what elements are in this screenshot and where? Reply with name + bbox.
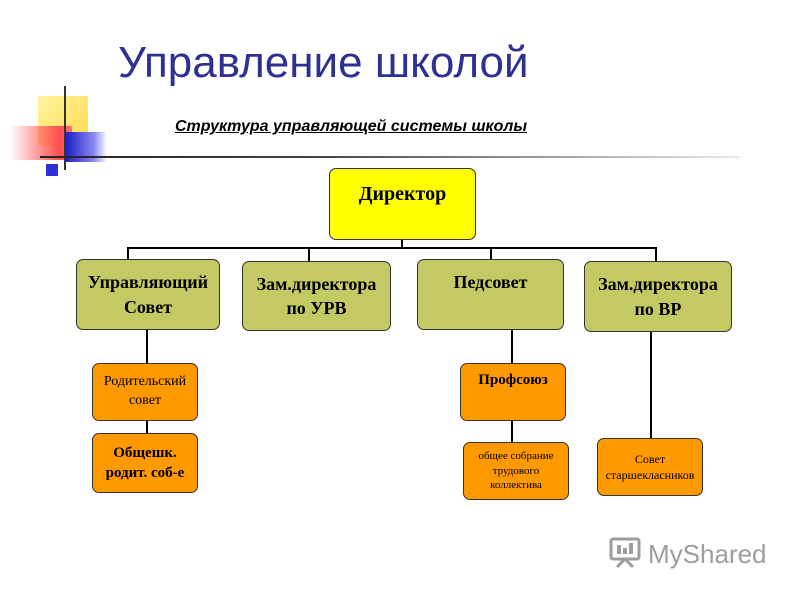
diagram-subtitle: Структура управляющей системы школы <box>175 118 528 135</box>
watermark: MyShared <box>608 536 767 573</box>
node-managing-council: Управляющий Совет <box>76 259 220 330</box>
presentation-board-icon <box>608 536 642 573</box>
page-title: Управление школой <box>118 38 529 87</box>
connector-to-deputy-urv <box>308 247 310 261</box>
node-trade-union: Профсоюз <box>460 363 566 421</box>
connector-union-to-collective <box>511 421 513 442</box>
node-deputy-urv: Зам.директора по УРВ <box>242 261 391 331</box>
deco-horizontal-rule <box>40 156 740 158</box>
node-director: Директор <box>329 168 476 240</box>
connector-to-deputy-vr <box>655 247 657 261</box>
connector-to-council <box>127 247 129 259</box>
watermark-text: MyShared <box>648 539 767 569</box>
node-senior-students-council: Совет старшеклаcников <box>597 438 703 496</box>
deco-red-bar <box>10 126 72 160</box>
deco-vertical-rule <box>64 86 66 170</box>
connector-horizontal-bus <box>127 247 657 249</box>
node-general-parents-meeting: Общешк. родит. соб-е <box>92 433 198 493</box>
connector-to-pedsovet <box>490 247 492 259</box>
connector-root-down <box>401 240 403 248</box>
deco-small-blue-square <box>46 164 58 176</box>
node-labor-collective-meeting: общее собрание трудового коллектива <box>463 442 569 500</box>
connector-deputy-vr-to-students <box>650 332 652 438</box>
connector-parents-to-meeting <box>146 421 148 433</box>
node-parents-council: Родительский совет <box>92 363 198 421</box>
connector-pedsovet-to-union <box>511 330 513 363</box>
connector-council-to-parents <box>146 330 148 363</box>
node-pedsovet: Педсовет <box>417 259 564 330</box>
node-deputy-vr: Зам.директора по ВР <box>584 261 732 332</box>
